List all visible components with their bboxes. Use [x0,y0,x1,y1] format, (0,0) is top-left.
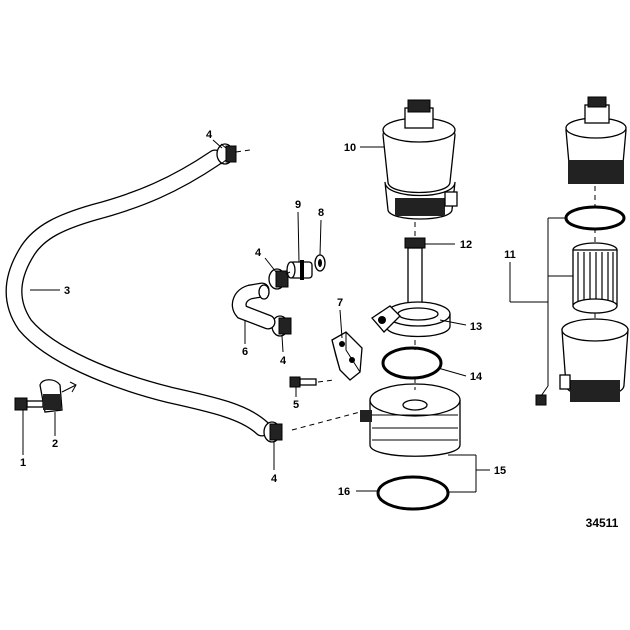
callout-1: 1 [20,457,26,469]
callout-8: 8 [318,207,324,219]
housing-cap-10 [382,99,458,220]
callout-6: 6 [242,346,248,358]
callout-11: 11 [504,249,516,261]
oring-16 [376,475,450,511]
callout-4-top: 4 [206,129,213,141]
clip-2 [39,379,77,413]
oring-right [564,205,626,231]
callout-4-bottom: 4 [271,473,278,485]
callout-12: 12 [460,239,472,251]
seal-8 [314,254,326,272]
clamp-4-lower-mid [271,315,292,337]
filter-element [572,242,618,314]
callout-15: 15 [494,465,506,477]
bolt-5 [289,376,317,388]
clamp-4-upper-mid [268,268,289,290]
callout-10: 10 [344,142,356,154]
adapter-13 [371,301,451,338]
elbow-hose-6 [231,282,276,330]
figure-number: 34511 [586,516,619,530]
callout-5: 5 [293,399,299,411]
fitting-9 [286,260,313,280]
callout-4-lower-mid: 4 [280,355,287,367]
bolt-1 [14,397,44,411]
cooler-15 [360,383,461,457]
bolt-right [535,394,547,406]
center-tube-12 [404,237,426,309]
callout-3: 3 [64,285,70,297]
bracket-7 [331,331,363,381]
callout-2: 2 [52,438,58,450]
clamp-4-bottom [263,421,283,443]
callout-9: 9 [295,199,301,211]
oring-14 [381,346,443,380]
clamp-4-top [216,143,237,165]
housing-bowl-right [559,318,629,402]
hose-3 [5,149,271,437]
leader-lines [22,139,573,493]
callout-16: 16 [338,486,350,498]
callout-14: 14 [470,371,483,383]
housing-cap-right [565,96,627,184]
callout-4-upper-mid: 4 [255,247,262,259]
assembly-lines [235,149,596,431]
callout-13: 13 [470,321,482,333]
callouts: 1 2 3 4 4 4 4 5 6 7 8 9 10 11 12 13 14 1… [20,129,619,530]
callout-7: 7 [337,297,343,309]
